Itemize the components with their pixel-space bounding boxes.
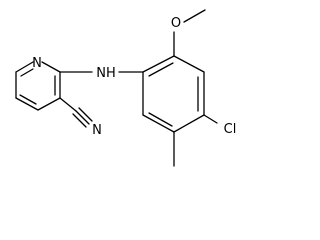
- double-bond-inner: [19, 94, 37, 105]
- methoxy-group: [173, 9, 206, 57]
- structure-canvas: N NH O Cl N: [15, 9, 237, 167]
- atom-label-amine: NH: [96, 66, 116, 81]
- double-bond-inner: [148, 62, 174, 77]
- bond: [173, 55, 205, 73]
- triple-bond: [75, 110, 90, 125]
- atom-label-nitrile-nitrogen: N: [92, 123, 102, 138]
- bond: [142, 55, 175, 73]
- atom-label-chlorine: Cl: [224, 122, 237, 137]
- atom-label-ring-nitrogen: N: [32, 56, 42, 71]
- bond: [15, 61, 34, 73]
- aryl-ring: [142, 55, 205, 133]
- double-bond-inner: [148, 112, 173, 127]
- bond: [41, 61, 61, 73]
- double-bond-inner: [20, 68, 34, 77]
- bond: [37, 97, 61, 111]
- bond: [59, 97, 77, 112]
- triple-bond: [78, 107, 93, 122]
- bond: [183, 9, 206, 23]
- nitrile-group: [59, 97, 93, 128]
- pyridine-ring: [15, 61, 61, 111]
- molecule-drawing: N NH O Cl N: [15, 9, 237, 167]
- triple-bond: [72, 113, 87, 128]
- bond: [142, 114, 175, 133]
- bond: [15, 97, 39, 111]
- chloro-bond: [203, 114, 218, 124]
- bond: [173, 114, 205, 133]
- atom-label-oxygen: O: [171, 16, 181, 31]
